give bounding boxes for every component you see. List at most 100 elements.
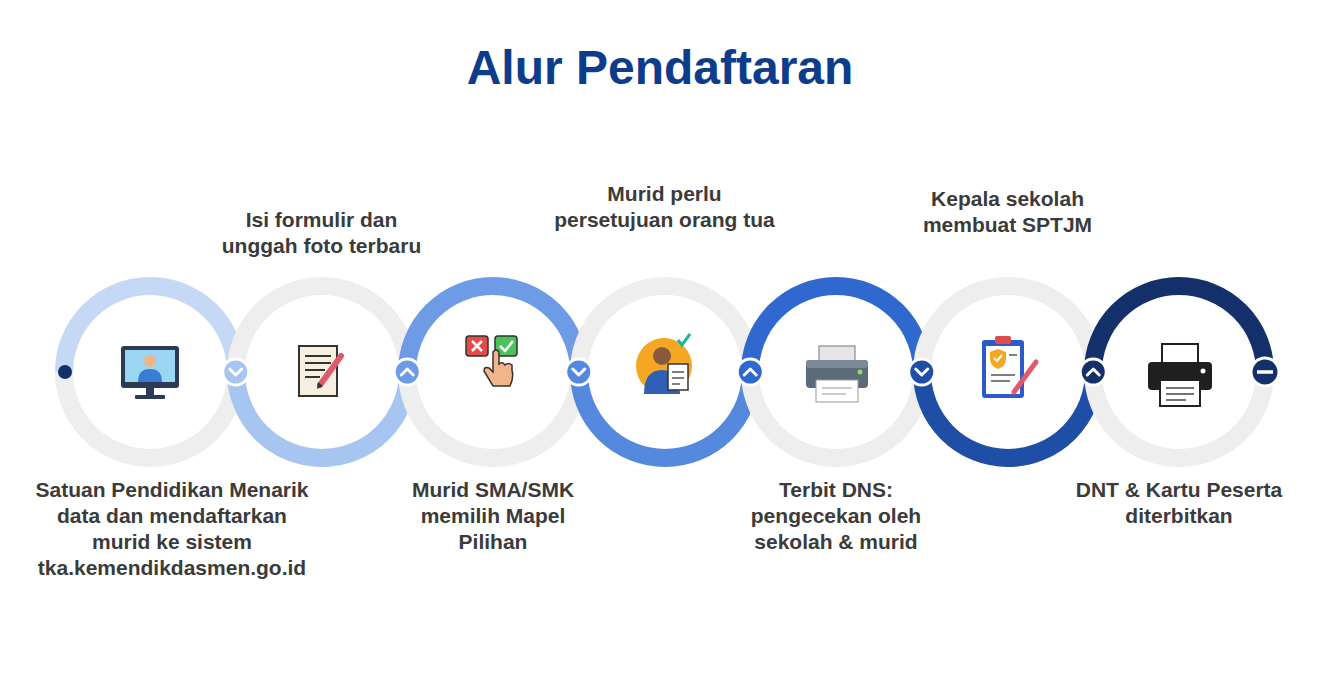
step-ring <box>54 276 246 468</box>
step-label: Isi formulir dan unggah foto terbaru <box>214 207 429 259</box>
ring-track <box>236 286 408 458</box>
printer-icon-part <box>819 346 855 362</box>
choice-icon-part <box>484 350 513 386</box>
printer-icon-part <box>822 393 846 395</box>
approval-icon-part <box>668 364 688 390</box>
flow-chevron <box>401 369 413 375</box>
printer-icon-part <box>1166 387 1194 389</box>
step-label: Terbit DNS: pengecekan oleh sekolah & mu… <box>736 477 936 555</box>
clipboard-icon-part <box>991 380 1010 382</box>
clipboard-icon-part <box>1014 362 1036 392</box>
ring-arc <box>579 372 751 458</box>
step-ring <box>740 276 932 468</box>
form-icon-part <box>305 362 331 364</box>
choice-icon-part <box>472 341 482 351</box>
step-circle: Murid SMA/SMK memilih Mapel Pilihan <box>397 276 589 468</box>
ring-arc <box>922 372 1094 458</box>
end-dot-mark <box>1257 370 1273 374</box>
flow-chevron <box>230 369 242 375</box>
end-dot <box>1251 358 1279 386</box>
step-ring <box>912 276 1104 468</box>
connector-badge <box>737 359 763 385</box>
step-ring <box>1083 276 1275 468</box>
step-circle: Terbit DNS: pengecekan oleh sekolah & mu… <box>740 276 932 468</box>
flow-connector <box>909 359 935 385</box>
ring-arc <box>750 286 922 372</box>
approval-icon-part <box>672 377 684 379</box>
clipboard-icon <box>982 336 1036 398</box>
monitor-icon-part <box>138 369 162 382</box>
flow-connector <box>223 359 249 385</box>
step-circle: Kepala sekolah membuat SPTJM <box>912 276 1104 468</box>
start-dot <box>58 365 72 379</box>
connector-badge <box>1080 359 1106 385</box>
choice-icon-part <box>500 341 513 351</box>
step-label: Murid SMA/SMK memilih Mapel Pilihan <box>408 477 578 555</box>
step-ring <box>397 276 589 468</box>
approval-icon-part <box>636 338 692 394</box>
approval-icon <box>636 334 692 394</box>
printer-icon-part <box>806 360 868 368</box>
clipboard-icon-part <box>990 349 1006 369</box>
step-ring <box>569 276 761 468</box>
flow-chevron <box>1087 369 1099 375</box>
form-icon <box>299 346 341 396</box>
connector-badge <box>394 359 420 385</box>
clipboard-icon-part <box>994 355 1002 361</box>
monitor-icon-part <box>146 388 154 396</box>
step-ring <box>226 276 418 468</box>
approval-icon-part <box>653 347 671 365</box>
printer-icon-part <box>1166 393 1194 395</box>
printer-icon-part <box>1201 369 1206 374</box>
ring-arc <box>407 286 579 372</box>
ring-track <box>64 286 236 458</box>
printer-icon-part <box>816 380 858 402</box>
step-circle: DNT & Kartu Peserta diterbitkan <box>1083 276 1275 468</box>
ring-track <box>579 286 751 458</box>
flow-chevron <box>573 369 585 375</box>
clipboard-icon-part <box>1009 354 1017 356</box>
diagram-title: Alur Pendaftaran <box>0 38 1320 98</box>
step-label: DNT & Kartu Peserta diterbitkan <box>1059 477 1299 529</box>
flow-connector <box>566 359 592 385</box>
monitor-icon-part <box>121 346 179 388</box>
ring-track <box>407 286 579 458</box>
step-label: Murid perlu persetujuan orang tua <box>550 181 780 233</box>
form-icon-part <box>317 382 323 389</box>
approval-icon-part <box>672 383 680 385</box>
form-icon-part <box>305 355 331 357</box>
step-circle: Murid perlu persetujuan orang tua <box>569 276 761 468</box>
printer-icon-part <box>1160 380 1200 406</box>
step-circle: Isi formulir dan unggah foto terbaru <box>226 276 418 468</box>
form-icon-part <box>305 376 320 378</box>
printer-icon-part <box>1162 344 1198 364</box>
ring-arc <box>64 286 236 372</box>
choice-icon <box>466 336 517 386</box>
flow-chevron <box>916 369 928 375</box>
flow-connector <box>394 359 420 385</box>
approval-icon-part <box>678 334 690 345</box>
approval-icon-part <box>672 371 684 373</box>
monitor-icon-part <box>135 395 165 399</box>
connector-badge <box>566 359 592 385</box>
choice-icon-part <box>466 336 488 356</box>
clipboard-icon-part <box>995 336 1011 344</box>
flow-connector <box>1080 359 1106 385</box>
printer-icon-part <box>822 387 852 389</box>
monitor-icon-part <box>125 350 175 382</box>
printer-icon-part <box>858 370 863 375</box>
ring-track <box>1093 286 1265 458</box>
printer-icon <box>1148 344 1212 406</box>
ring-track <box>750 286 922 458</box>
monitor-icon <box>121 346 179 399</box>
printer-icon <box>806 346 868 402</box>
form-icon-part <box>305 369 325 371</box>
printer-icon-part <box>1166 399 1186 401</box>
ring-arc <box>236 372 408 458</box>
form-icon-part <box>320 356 341 385</box>
connector-badge <box>223 359 249 385</box>
monitor-icon-part <box>144 355 156 367</box>
